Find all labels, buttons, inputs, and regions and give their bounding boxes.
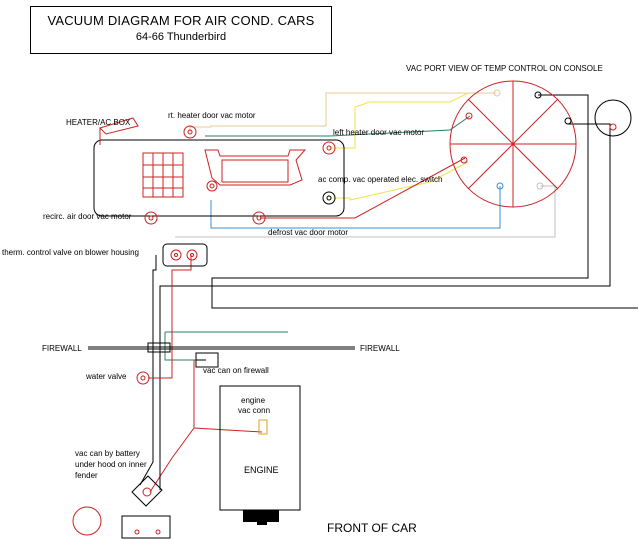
engine-oil-pan bbox=[243, 510, 279, 522]
label-engine-conn-1: engine bbox=[241, 396, 266, 405]
vac-line-black-3 bbox=[139, 255, 157, 486]
vac-line-red-battery bbox=[149, 427, 195, 493]
vac-line-yellow-left-heater bbox=[329, 92, 469, 149]
vac-line-gray bbox=[175, 185, 556, 238]
label-therm-valve: therm. control valve on blower housing bbox=[2, 248, 139, 257]
label-left-heater-motor: left heater door vac motor bbox=[333, 128, 425, 137]
label-ac-comp-switch: ac comp. vac operated elec. switch bbox=[318, 175, 443, 184]
label-front-of-car: FRONT OF CAR bbox=[327, 521, 417, 535]
vac-line-black-1 bbox=[211, 94, 638, 309]
battery-circle-symbol bbox=[72, 506, 102, 536]
therm-control-valve bbox=[162, 243, 208, 267]
label-vac-can-firewall: vac can on firewall bbox=[203, 366, 269, 375]
ac-comp-switch bbox=[322, 191, 336, 205]
label-firewall-left: FIREWALL bbox=[42, 344, 82, 353]
title-box: VACUUM DIAGRAM FOR AIR COND. CARS 64-66 … bbox=[30, 6, 332, 54]
label-battery-can-1: vac can by battery bbox=[75, 449, 140, 458]
label-recirc-motor: recirc. air door vac motor bbox=[43, 212, 132, 221]
engine-vac-conn bbox=[258, 419, 268, 435]
label-engine-conn-2: vac conn bbox=[238, 406, 271, 415]
label-rt-heater-motor: rt. heater door vac motor bbox=[168, 111, 256, 120]
battery-box bbox=[121, 515, 171, 539]
vac-line-red-water bbox=[148, 255, 192, 379]
vac-line-tan bbox=[189, 92, 496, 132]
label-engine: ENGINE bbox=[244, 465, 279, 475]
engine-sump bbox=[257, 519, 267, 525]
label-temp-control: VAC PORT VIEW OF TEMP CONTROL ON CONSOLE bbox=[406, 64, 603, 73]
label-water-valve: water valve bbox=[86, 372, 127, 381]
battery-vac-can bbox=[131, 475, 163, 507]
label-battery-can-3: fender bbox=[75, 471, 98, 480]
vac-line-blue bbox=[210, 186, 501, 229]
rt-heater-door-motor bbox=[183, 125, 197, 139]
defrost-door-motor bbox=[252, 211, 266, 225]
vac-line-green-lower-2 bbox=[164, 332, 196, 361]
diagram-title: VACUUM DIAGRAM FOR AIR COND. CARS bbox=[47, 13, 315, 28]
vac-can-firewall bbox=[195, 352, 219, 368]
label-defrost-motor: defrost vac door motor bbox=[268, 228, 349, 237]
temp-control-dial bbox=[449, 80, 632, 208]
vac-line-red-defrost bbox=[260, 157, 466, 219]
firewall-line bbox=[88, 342, 355, 353]
recirc-air-door-motor bbox=[144, 211, 158, 225]
label-battery-can-2: under hood on inner bbox=[75, 460, 147, 469]
label-heater-box: HEATER/AC BOX bbox=[66, 118, 131, 127]
vac-line-green-top bbox=[205, 115, 471, 137]
water-valve-symbol bbox=[136, 371, 150, 385]
label-firewall-right: FIREWALL bbox=[360, 344, 400, 353]
heater-box-internals bbox=[99, 117, 336, 198]
heater-ac-box bbox=[93, 139, 345, 217]
diagram-subtitle: 64-66 Thunderbird bbox=[135, 31, 227, 43]
